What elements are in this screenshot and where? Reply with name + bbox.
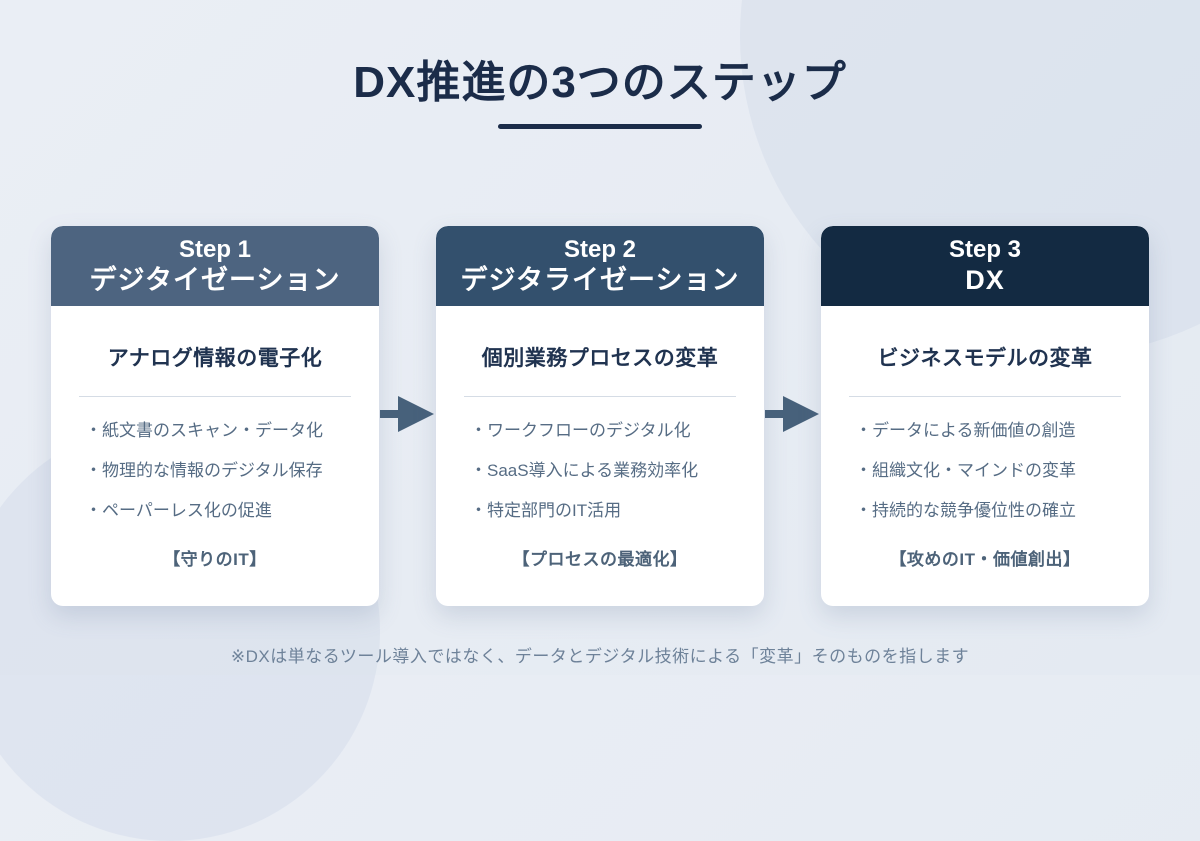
step-2-number: Step 2 <box>563 236 637 263</box>
step-card-3-body: ビジネスモデルの変革 ・データによる新価値の創造 ・組織文化・マインドの変革 ・… <box>821 342 1149 570</box>
steps-row: Step 1 デジタイゼーション アナログ情報の電子化 ・紙文書のスキャン・デー… <box>0 226 1200 606</box>
step-3-number: Step 3 <box>948 236 1022 263</box>
step-card-1-body: アナログ情報の電子化 ・紙文書のスキャン・データ化 ・物理的な情報のデジタル保存… <box>51 342 379 570</box>
step-1-subtitle: アナログ情報の電子化 <box>107 347 323 370</box>
step-1-bullet-list: ・紙文書のスキャン・データ化 ・物理的な情報のデジタル保存 ・ペーパーレス化の促… <box>79 422 351 519</box>
bullet-item: ・ワークフローのデジタル化 <box>470 421 691 440</box>
slide-footer: ※DXは単なるツール導入ではなく、データとデジタル技術による「変革」そのものを指… <box>0 642 1200 667</box>
step-card-2-header: Step 2 デジタライゼーション <box>436 226 764 306</box>
step-2-tag: 【プロセスの最適化】 <box>512 550 688 569</box>
divider <box>849 396 1121 397</box>
step-1-number: Step 1 <box>178 236 252 263</box>
step-3-tag: 【攻めのIT・価値創出】 <box>889 550 1081 569</box>
slide-header: DX推進の3つのステップ <box>0 46 1200 129</box>
divider <box>79 396 351 397</box>
step-card-3: Step 3 DX ビジネスモデルの変革 ・データによる新価値の創造 ・組織文化… <box>821 226 1149 606</box>
step-3-bullet-list: ・データによる新価値の創造 ・組織文化・マインドの変革 ・持続的な競争優位性の確… <box>849 422 1121 519</box>
arrow-right-icon <box>764 394 821 434</box>
bullet-item: ・特定部門のIT活用 <box>470 501 622 520</box>
bullet-item: ・物理的な情報のデジタル保存 <box>85 461 323 480</box>
step-card-1: Step 1 デジタイゼーション アナログ情報の電子化 ・紙文書のスキャン・デー… <box>51 226 379 606</box>
bullet-item: ・持続的な競争優位性の確立 <box>855 501 1076 520</box>
title-underline <box>498 124 702 129</box>
footer-note: ※DXは単なるツール導入ではなく、データとデジタル技術による「変革」そのものを指… <box>230 647 970 666</box>
step-2-bullet-list: ・ワークフローのデジタル化 ・SaaS導入による業務効率化 ・特定部門のIT活用 <box>464 422 736 519</box>
bullet-item: ・SaaS導入による業務効率化 <box>470 461 699 480</box>
divider <box>464 396 736 397</box>
step-card-3-header: Step 3 DX <box>821 226 1149 306</box>
step-3-name: DX <box>965 264 1005 295</box>
step-1-name: デジタイゼーション <box>89 264 341 295</box>
step-card-1-header: Step 1 デジタイゼーション <box>51 226 379 306</box>
step-card-2-body: 個別業務プロセスの変革 ・ワークフローのデジタル化 ・SaaS導入による業務効率… <box>436 342 764 570</box>
page-title: DX推進の3つのステップ <box>353 58 847 107</box>
bullet-item: ・ペーパーレス化の促進 <box>85 501 272 520</box>
step-2-subtitle: 個別業務プロセスの変革 <box>481 347 719 370</box>
bullet-item: ・紙文書のスキャン・データ化 <box>85 421 323 440</box>
step-1-tag: 【守りのIT】 <box>163 550 267 569</box>
step-3-subtitle: ビジネスモデルの変革 <box>877 347 1093 370</box>
step-card-2: Step 2 デジタライゼーション 個別業務プロセスの変革 ・ワークフローのデジ… <box>436 226 764 606</box>
step-2-name: デジタライゼーション <box>460 264 740 295</box>
bullet-item: ・組織文化・マインドの変革 <box>855 461 1076 480</box>
arrow-right-icon <box>379 394 436 434</box>
bullet-item: ・データによる新価値の創造 <box>855 421 1076 440</box>
